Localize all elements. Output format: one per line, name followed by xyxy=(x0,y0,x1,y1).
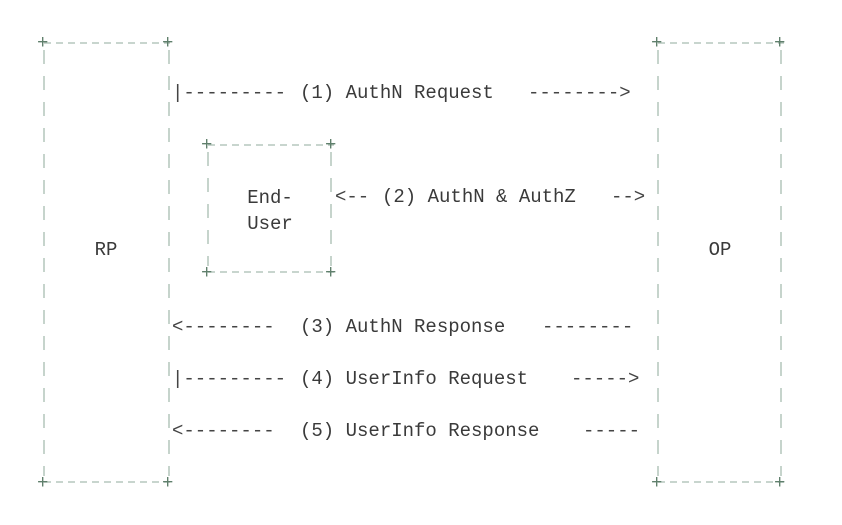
svg-text:--------: -------- xyxy=(542,316,633,338)
svg-text:+: + xyxy=(325,134,336,156)
svg-text:+: + xyxy=(774,32,785,54)
svg-text:+: + xyxy=(162,472,173,494)
svg-text:|---------: |--------- xyxy=(172,368,286,390)
message-authn-response: <-------- (3) AuthN Response -------- xyxy=(172,316,633,338)
message-authn-authz-label: (2) AuthN & AuthZ xyxy=(382,186,576,208)
message-userinfo-response: <-------- (5) UserInfo Response ----- xyxy=(172,420,640,442)
svg-text:+: + xyxy=(651,472,662,494)
svg-text:+: + xyxy=(37,32,48,54)
svg-text:+: + xyxy=(162,32,173,54)
end-user-label-line2: User xyxy=(247,213,293,235)
svg-text:+: + xyxy=(325,262,336,284)
svg-text:<--------: <-------- xyxy=(172,420,275,442)
message-authn-authz: <-- (2) AuthN & AuthZ --> xyxy=(335,186,645,208)
message-userinfo-response-label: (5) UserInfo Response xyxy=(300,420,539,442)
svg-text:|---------: |--------- xyxy=(172,82,286,104)
svg-text:<--: <-- xyxy=(335,186,369,208)
end-user-box: + + + + xyxy=(201,134,336,284)
message-userinfo-request-label: (4) UserInfo Request xyxy=(300,368,528,390)
message-userinfo-request: |--------- (4) UserInfo Request -----> xyxy=(172,368,639,390)
end-user-label-line1: End- xyxy=(247,187,293,209)
message-authn-response-label: (3) AuthN Response xyxy=(300,316,505,338)
svg-text:+: + xyxy=(37,472,48,494)
rp-label: RP xyxy=(95,239,118,261)
svg-text:-------->: --------> xyxy=(528,82,631,104)
rp-box: + + + + xyxy=(37,32,173,494)
op-box: + + + + xyxy=(651,32,785,494)
op-label: OP xyxy=(709,239,732,261)
svg-text:+: + xyxy=(201,134,212,156)
svg-text:-->: --> xyxy=(611,186,645,208)
svg-text:-----: ----- xyxy=(583,420,640,442)
svg-text:+: + xyxy=(651,32,662,54)
svg-text:----->: -----> xyxy=(571,368,639,390)
message-authn-request: |--------- (1) AuthN Request --------> xyxy=(172,82,631,104)
svg-text:+: + xyxy=(201,262,212,284)
svg-text:<--------: <-------- xyxy=(172,316,275,338)
svg-text:+: + xyxy=(774,472,785,494)
message-authn-request-label: (1) AuthN Request xyxy=(300,82,494,104)
